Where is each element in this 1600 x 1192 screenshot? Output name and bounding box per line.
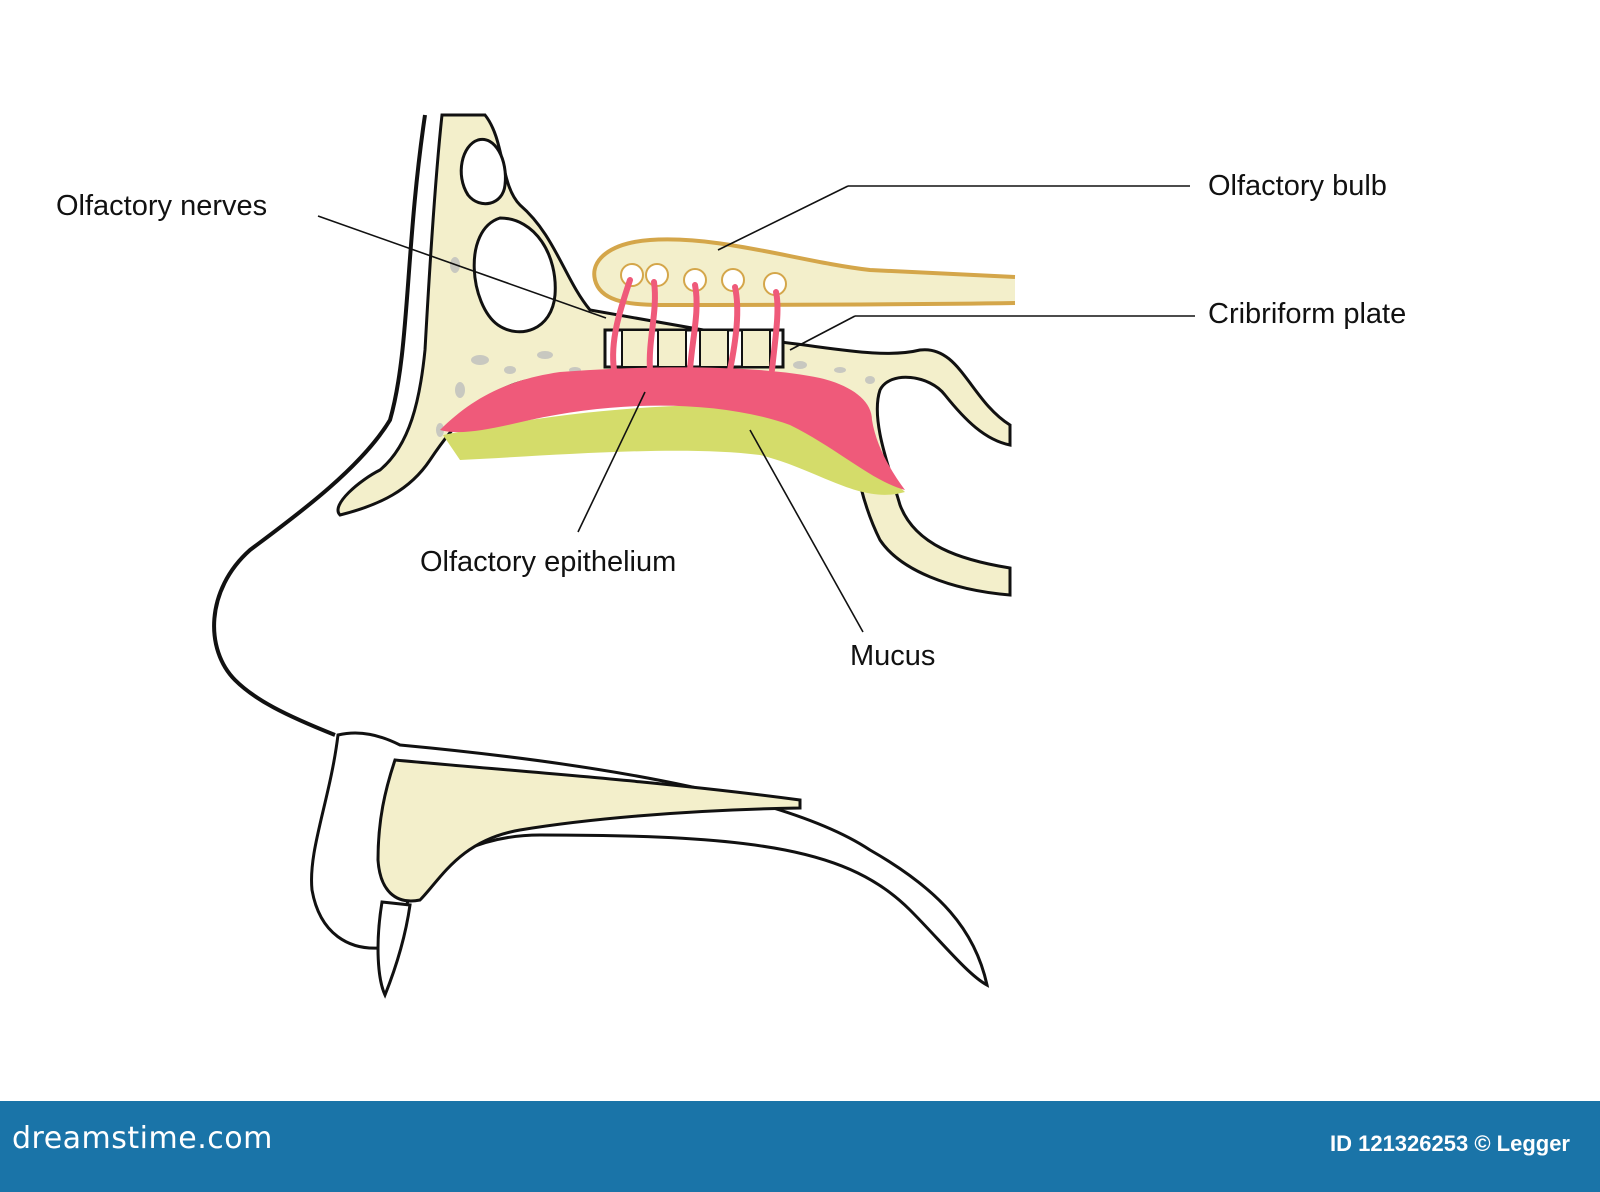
frontal-sinus-upper — [459, 137, 507, 206]
label-olfactory-epithelium: Olfactory epithelium — [420, 546, 677, 578]
palate-bone — [376, 758, 802, 903]
label-cribriform-plate: Cribriform plate — [1208, 298, 1407, 330]
label-mucus: Mucus — [850, 640, 936, 672]
image-credit: ID 121326253 © Legger — [1329, 1131, 1570, 1156]
frontal-sinus-lower — [472, 216, 557, 334]
mucus-layer — [443, 405, 905, 495]
olfactory-epithelium-layer — [440, 367, 905, 490]
olfactory-nerve-fibers — [610, 277, 781, 373]
olfactory-anatomy-diagram — [212, 113, 1195, 999]
label-olfactory-bulb: Olfactory bulb — [1208, 170, 1387, 202]
leader-lines — [317, 185, 1195, 633]
label-olfactory-nerves: Olfactory nerves — [56, 190, 268, 222]
tooth — [376, 900, 412, 999]
watermark-footer-bar: dreamstime.com ID 121326253 © Legger — [0, 1101, 1600, 1192]
watermark-brand: dreamstime.com — [12, 1121, 273, 1156]
nose-profile-outline — [212, 114, 427, 737]
